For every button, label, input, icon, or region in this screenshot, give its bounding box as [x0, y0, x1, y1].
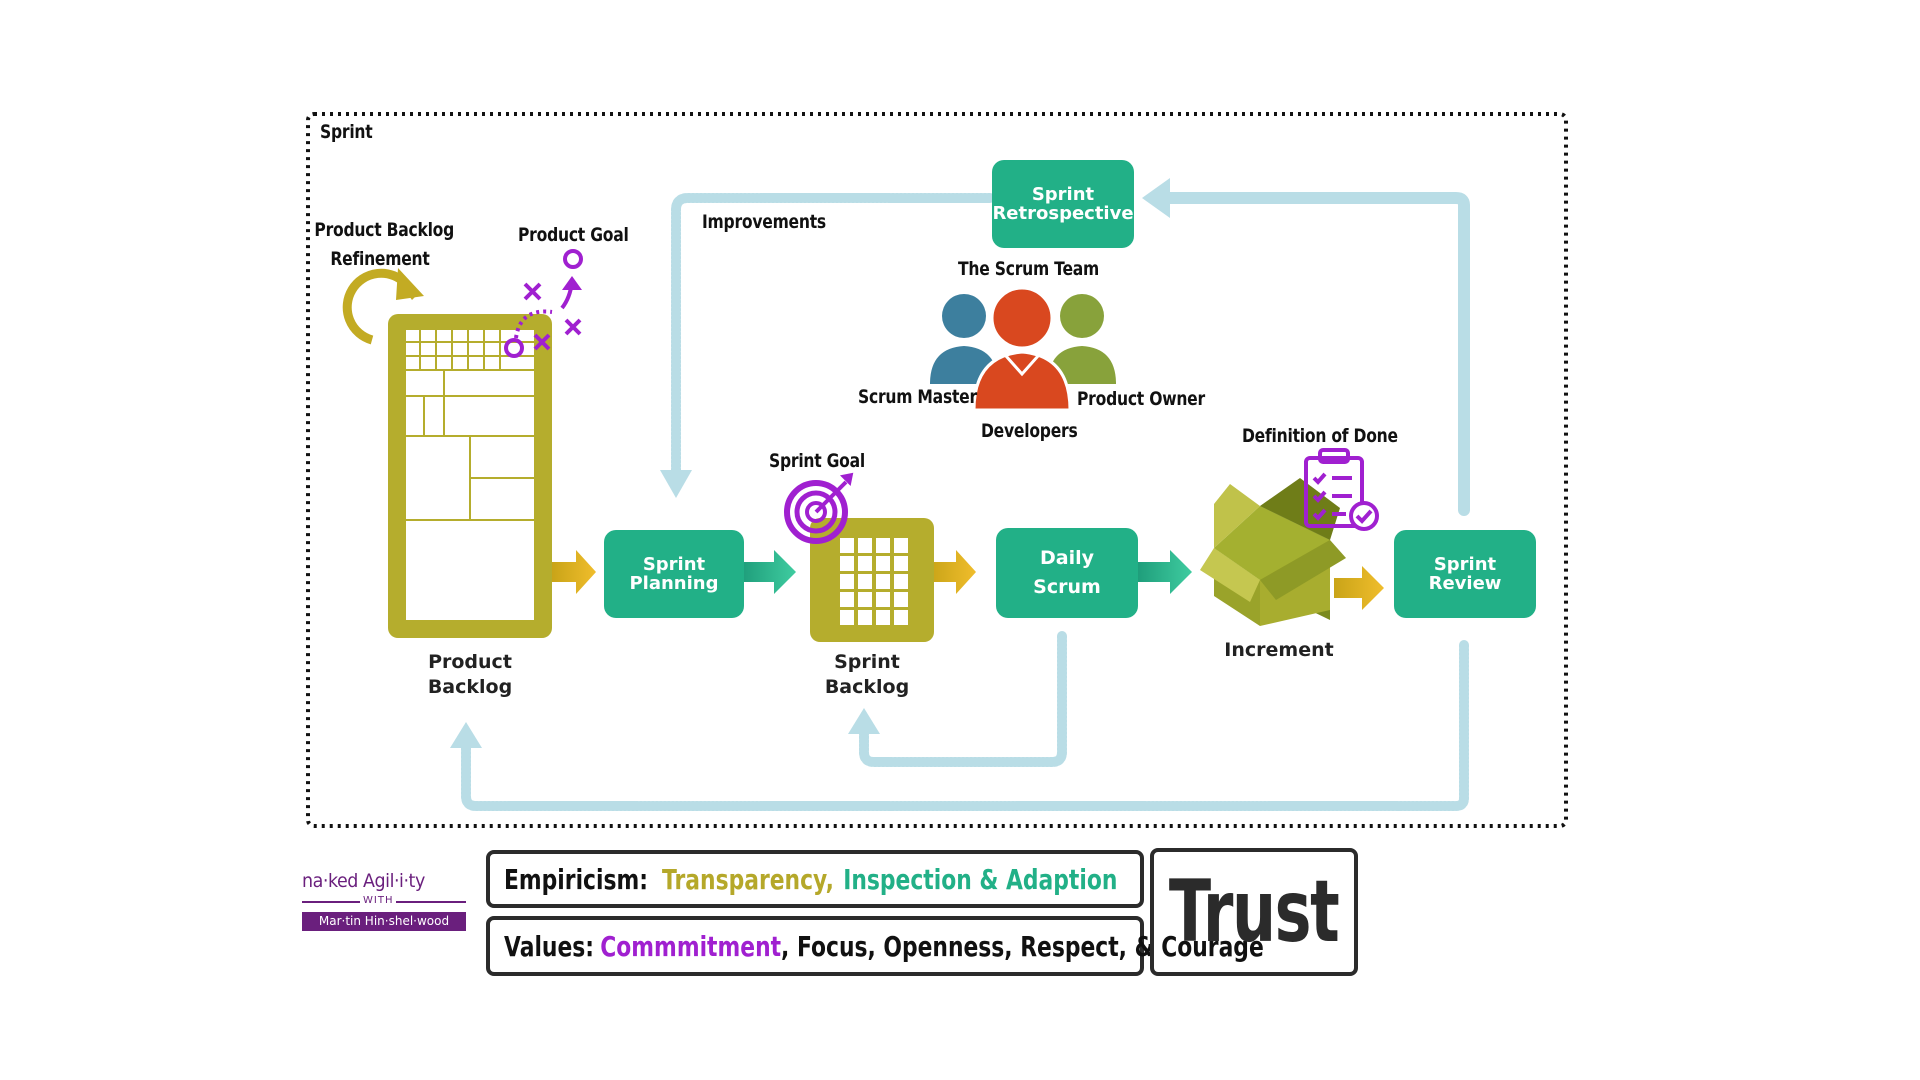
arrow-increment-to-review — [1334, 566, 1384, 610]
transparency-text: Transparency, — [662, 862, 834, 896]
daily-line2: Scrum — [1033, 576, 1101, 598]
sprint-goal-target-icon — [784, 472, 854, 544]
retrospective-line1: Sprint — [1031, 184, 1095, 205]
refinement-label-line2: Refinement — [330, 248, 430, 270]
improvements-label: Improvements — [702, 211, 826, 233]
naked-agility-logo: na·ked Agil·i·ty WITH Mar·tin Hin·shel·w… — [302, 870, 466, 942]
sprint-backlog-caption: Sprint Backlog — [802, 650, 932, 700]
developers-label: Developers — [981, 420, 1078, 442]
retrospective-line2: Retrospective — [992, 203, 1134, 224]
product-backlog-line2: Backlog — [427, 676, 513, 698]
product-backlog-arrowhead — [450, 722, 482, 748]
logo-with-row: WITH — [302, 894, 466, 908]
scrum-team-title: The Scrum Team — [958, 258, 1100, 280]
increment-box-icon — [1200, 478, 1346, 626]
improvements-arrowhead — [660, 470, 692, 498]
trust-box: Trust — [1150, 848, 1358, 976]
product-owner-label: Product Owner — [1077, 388, 1205, 410]
product-backlog-icon — [388, 314, 552, 638]
values-box: Values: Commmitment , Focus, Openness, R… — [486, 916, 1264, 976]
planning-line1: Sprint — [642, 554, 706, 575]
commitment-text: Commmitment — [600, 929, 782, 963]
product-goal-icon — [504, 249, 583, 358]
definition-of-done-label: Definition of Done — [1242, 425, 1398, 447]
retro-arrowhead — [1142, 178, 1170, 218]
arrow-backlog-to-planning — [552, 550, 596, 594]
scrum-master-label: Scrum Master — [858, 386, 977, 408]
empiricism-label: Empiricism: — [504, 862, 648, 896]
review-to-retro-loop — [1154, 192, 1470, 516]
refinement-label: Product Backlog Refinement — [314, 216, 455, 274]
inspection-text: Inspection & Adaption — [843, 862, 1118, 896]
logo-with-text: WITH — [360, 894, 397, 908]
arrow-planning-to-sprint-backlog — [742, 550, 796, 594]
sprint-boundary — [306, 112, 1568, 828]
empiricism-box: Empiricism: Transparency, Inspection & A… — [486, 850, 1144, 908]
scrum-team-icon — [930, 286, 1116, 412]
retro-improvements-loop — [671, 193, 995, 475]
daily-line1: Daily — [1039, 547, 1094, 569]
sprint-backlog-line1: Sprint — [834, 651, 900, 673]
increment-caption: Increment — [1224, 639, 1334, 661]
logo-bottom-bar: Mar·tin Hin·shel·wood — [302, 912, 466, 931]
review-to-backlog-loop — [461, 640, 1469, 811]
definition-of-done-icon — [1304, 448, 1379, 531]
values-label: Values: — [504, 929, 595, 963]
daily-to-sprint-backlog-loop — [859, 631, 1067, 767]
sprint-goal-label: Sprint Goal — [769, 450, 866, 472]
review-line2: Review — [1428, 573, 1502, 594]
refinement-cycle-icon — [342, 268, 424, 345]
arrow-sprint-backlog-to-daily — [930, 550, 976, 594]
product-backlog-line1: Product — [428, 651, 512, 673]
sprint-backlog-icon — [810, 518, 934, 642]
feedback-loops — [461, 192, 1470, 811]
sprint-backlog-arrowhead — [848, 708, 880, 734]
product-backlog-caption: Product Backlog — [405, 650, 535, 700]
planning-line2: Planning — [629, 573, 719, 594]
product-goal-label: Product Goal — [518, 224, 629, 246]
logo-top-text: na·ked Agil·i·ty — [302, 870, 425, 892]
values-rest-text: , Focus, Openness, Respect, & Courage — [781, 929, 1264, 963]
sprint-backlog-line2: Backlog — [824, 676, 910, 698]
flow-arrows — [552, 550, 1384, 610]
refinement-label-line1: Product Backlog — [314, 219, 455, 241]
arrow-daily-to-increment — [1138, 550, 1192, 594]
trust-text: Trust — [1169, 862, 1340, 962]
sprint-label: Sprint — [320, 121, 373, 143]
review-line1: Sprint — [1433, 554, 1497, 575]
